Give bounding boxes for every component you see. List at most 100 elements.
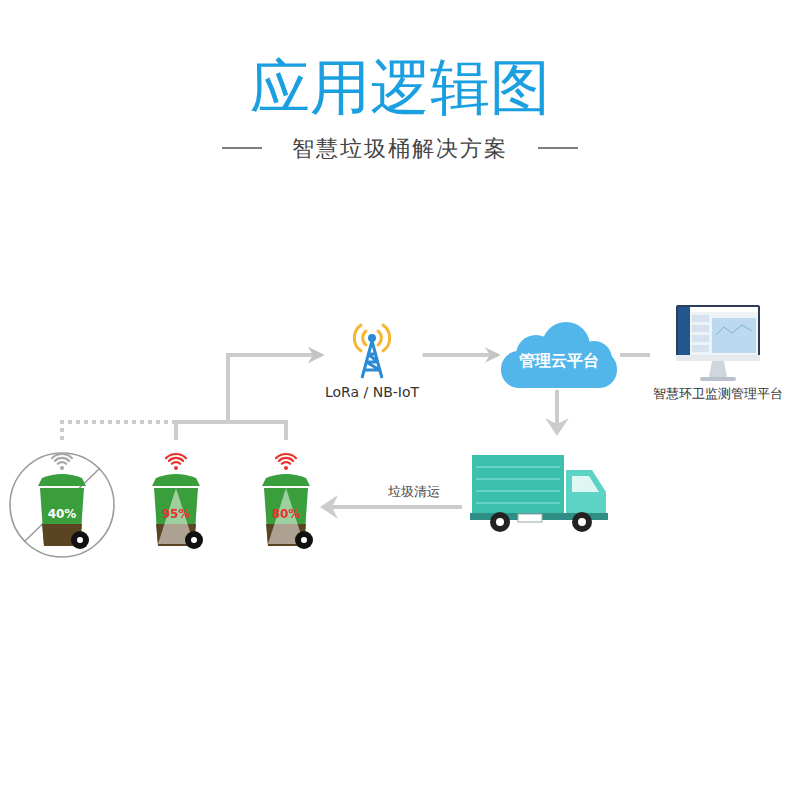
bin-icon: [166, 454, 186, 458]
connector-group: [423, 355, 499, 356]
connector: [62, 355, 322, 440]
bin-icon: [30, 440, 94, 552]
bin-icon: [254, 440, 318, 552]
disabled-bin-mark: [10, 453, 114, 557]
cloud-icon: [501, 322, 617, 388]
monitor-icon: [692, 345, 709, 352]
monitor-icon: [678, 307, 758, 355]
bin-icon: [152, 474, 200, 486]
garbage-truck: [476, 467, 560, 503]
bin-icon: [58, 462, 66, 464]
monitor-icon: [676, 305, 760, 361]
bin-icon: [52, 454, 72, 458]
bin-icon: [295, 531, 313, 549]
subtitle-dash: [538, 147, 578, 149]
garbage-truck: [470, 455, 608, 532]
connector-group: [62, 355, 322, 440]
bin-icon: [282, 462, 290, 464]
monitor-icon: [712, 318, 756, 353]
bin-icon: [52, 454, 72, 464]
cloud-node: 管理云平台: [498, 321, 620, 389]
collect-arrow: [332, 505, 462, 509]
smart-bin: 80%: [254, 440, 318, 552]
monitor-icon: [690, 307, 758, 312]
fill-level: 80%: [272, 507, 301, 521]
garbage-truck: [496, 518, 504, 526]
disabled-bin-mark: [10, 453, 114, 557]
node-label: LoRa / NB-IoT: [325, 384, 419, 400]
tower-icon: [362, 341, 382, 378]
bin-icon: [262, 474, 310, 486]
garbage-truck: [490, 512, 510, 532]
connector: [228, 355, 322, 440]
garbage-truck: [476, 490, 560, 492]
tower-icon: [362, 341, 382, 378]
tower-icon: [378, 331, 381, 345]
garbage-truck: [578, 518, 586, 526]
smart-bin: 95%: [144, 440, 208, 552]
monitor-icon: [672, 305, 764, 383]
dispatch-arrow: [545, 390, 569, 436]
node-label: 智慧环卫监测管理平台: [653, 385, 783, 403]
monitor-icon: [676, 355, 760, 361]
monitor-icon: [692, 335, 709, 342]
bin-icon: [185, 531, 203, 549]
bin-icon: [276, 454, 296, 464]
garbage-truck: [572, 512, 592, 532]
fill-level: 40%: [48, 507, 77, 521]
node-label: 管理云平台: [519, 351, 599, 372]
connector: [423, 353, 499, 357]
subtitle-dash: [222, 147, 262, 149]
bin-icon: [172, 462, 180, 464]
garbage-truck: [476, 502, 560, 504]
monitor-icon: [709, 361, 727, 377]
tower-icon: [354, 325, 361, 351]
connector-group: [620, 355, 650, 356]
garbage-truck: [472, 455, 564, 513]
edge-note: 垃圾清运: [386, 483, 442, 501]
garbage-truck: [476, 466, 560, 468]
tower-node: LoRa / NB-IoT: [322, 322, 423, 406]
garbage-truck: [518, 514, 542, 522]
dispatch-arrow: [545, 418, 569, 436]
monitor-icon: [692, 315, 709, 322]
connector: [620, 353, 650, 357]
bin-icon: [191, 537, 197, 543]
bin-icon: [284, 466, 288, 470]
connector-group: [176, 355, 322, 440]
monitor-icon: [678, 307, 690, 355]
bin-icon: [174, 466, 178, 470]
tower-icon: [342, 322, 402, 380]
tower-icon: [363, 331, 366, 345]
monitor-node: 智慧环卫监测管理平台: [650, 305, 786, 407]
garbage-truck: [566, 470, 606, 520]
bin-icon: [169, 458, 183, 461]
collect-arrow: [320, 495, 338, 519]
connector-group: [228, 355, 322, 440]
bin-icon: [77, 537, 83, 543]
subtitle: 智慧垃圾桶解决方案: [290, 134, 510, 164]
bin-icon: [276, 454, 296, 458]
garbage-truck: [476, 478, 560, 480]
garbage-truck: [572, 476, 599, 492]
connector: [176, 355, 322, 440]
monitor-icon: [700, 377, 736, 381]
bin-icon: [60, 466, 64, 470]
bin-icon: [166, 454, 186, 464]
bin-icon: [38, 474, 86, 486]
bin-icon: [279, 458, 293, 461]
tower-icon: [383, 325, 390, 351]
smart-bin: 40%: [30, 440, 94, 552]
page-title: 应用逻辑图: [0, 52, 800, 122]
monitor-icon: [716, 325, 752, 335]
bin-icon: [301, 537, 307, 543]
dispatch-arrow: [555, 390, 559, 424]
fill-level: 95%: [162, 507, 191, 521]
tower-icon: [354, 325, 389, 351]
bin-icon: [71, 531, 89, 549]
monitor-icon: [692, 325, 709, 332]
tower-icon: [368, 334, 376, 342]
bin-icon: [144, 440, 208, 552]
bin-icon: [55, 458, 69, 461]
